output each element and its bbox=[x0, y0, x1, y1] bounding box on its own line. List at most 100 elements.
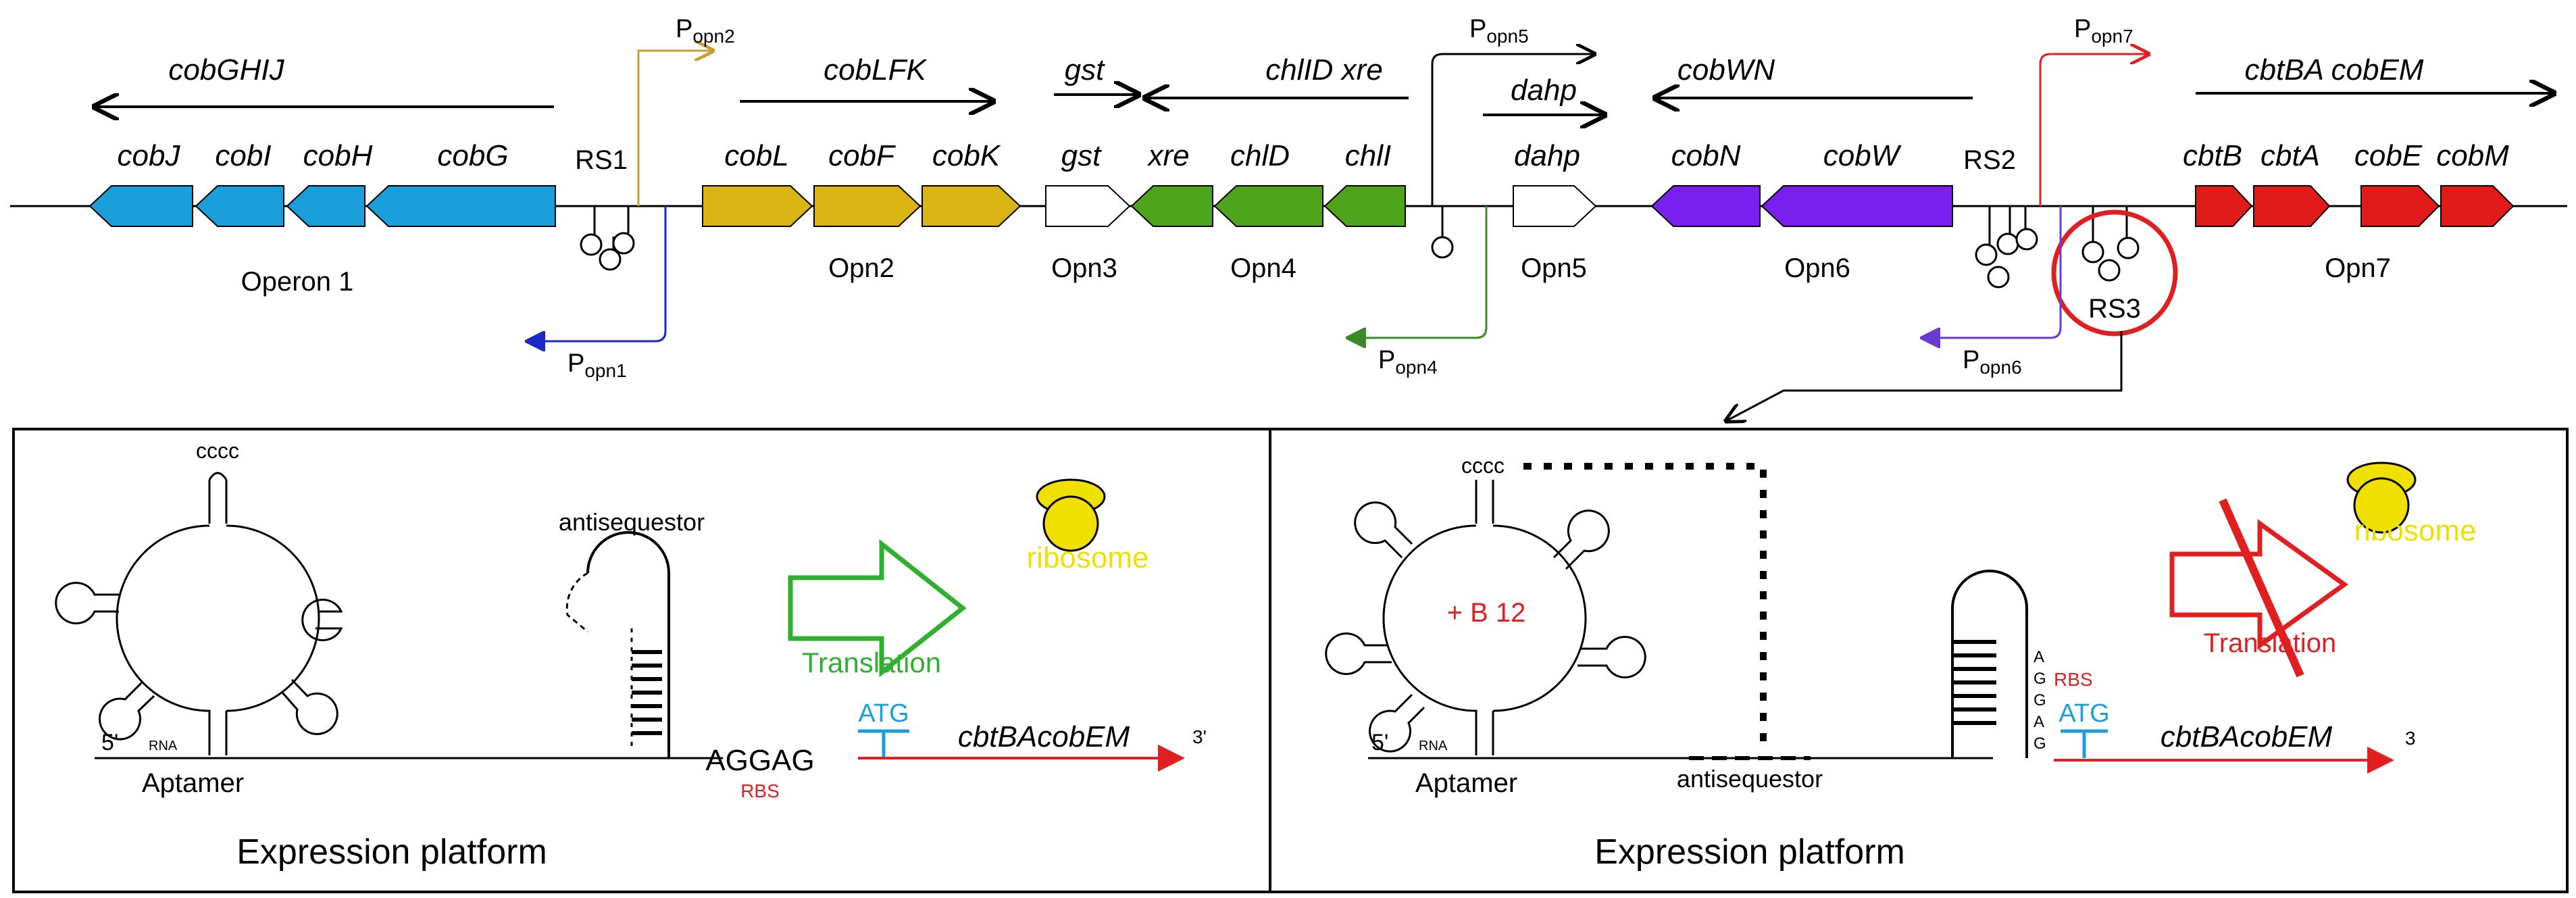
translation-arrow-on bbox=[788, 539, 967, 678]
gene-cobH bbox=[286, 185, 365, 227]
operon-label-cobGHIJ: cobGHIJ bbox=[168, 53, 284, 86]
gene-label-cobK: cobK bbox=[932, 139, 1001, 172]
promoter-opn5-arrow bbox=[1431, 54, 1594, 206]
b12-label: + B 12 bbox=[1447, 598, 1526, 628]
promoter-opn4-arrow bbox=[1348, 206, 1488, 338]
rs3-highlight-circle bbox=[2051, 209, 2178, 336]
gene-cobK bbox=[921, 185, 1021, 227]
gene-cbtB bbox=[2195, 185, 2253, 227]
translation-label-left: Translation bbox=[802, 647, 941, 678]
promoter-opn6-arrow bbox=[1922, 206, 2062, 338]
three-prime-left: 3' bbox=[1192, 726, 1207, 747]
operon-name-opn7: Opn7 bbox=[2325, 253, 2391, 283]
gene-cobW bbox=[1761, 185, 1953, 227]
gene-label-xre: xre bbox=[1146, 139, 1189, 172]
operon-label-cbtBAcobEM: cbtBA cobEM bbox=[2245, 53, 2424, 86]
gene-label-cobE: cobE bbox=[2354, 139, 2423, 172]
gene-label-gst: gst bbox=[1061, 139, 1102, 172]
operon-label-cobWN: cobWN bbox=[1677, 53, 1775, 86]
promoter-opn1-arrow bbox=[527, 206, 667, 341]
gene-label-chlD: chlD bbox=[1230, 139, 1290, 172]
three-prime-right: 3 bbox=[2405, 728, 2416, 749]
ribosome-label-left: ribosome bbox=[1027, 541, 1149, 574]
aptamer-structure-right bbox=[1325, 480, 1646, 755]
promoter-label-opn7: Popn7 bbox=[2074, 15, 2133, 47]
rbs-label-right: RBS bbox=[2054, 669, 2093, 690]
promoter-label-opn4: Popn4 bbox=[1378, 346, 1438, 378]
gene-label-cobL: cobL bbox=[724, 139, 788, 172]
aggag-label-left: AGGAG bbox=[705, 744, 814, 777]
operon-label-dahp: dahp bbox=[1511, 74, 1577, 107]
riboswitch-label-rs1: RS1 bbox=[575, 145, 628, 175]
promoter-opn2-arrow bbox=[637, 51, 713, 206]
gene-chlD bbox=[1213, 185, 1323, 227]
platform-label-right: Expression platform bbox=[1594, 832, 1905, 872]
promoter-label-opn6: Popn6 bbox=[1963, 346, 2022, 378]
aptamer-label-left: Aptamer bbox=[142, 768, 244, 798]
cccc-label-right: cccc bbox=[1461, 453, 1505, 478]
gene-label-cobF: cobF bbox=[828, 139, 896, 172]
gene-cobG bbox=[365, 185, 556, 227]
operon-name-1: Operon 1 bbox=[241, 267, 354, 297]
operon-label-chlIDxre: chlID xre bbox=[1265, 53, 1383, 86]
hairpin-stem-bars-right bbox=[1952, 640, 1996, 725]
gene-label-cbtB: cbtB bbox=[2183, 139, 2242, 172]
gene-cobI bbox=[195, 185, 284, 227]
aptamer-structure-left bbox=[55, 472, 343, 755]
operon-name-opn4: Opn4 bbox=[1230, 253, 1296, 283]
left-panel-no-b12 bbox=[55, 472, 1185, 772]
cccc-label-left: cccc bbox=[196, 439, 239, 463]
gene-gst bbox=[1045, 185, 1131, 227]
rbs-label-left: RBS bbox=[740, 780, 780, 801]
gene-label-dahp: dahp bbox=[1514, 139, 1580, 172]
rna-label-right: RNA bbox=[1419, 739, 1448, 753]
promoter-arrows bbox=[527, 51, 2148, 341]
gene-cbtA bbox=[2253, 185, 2331, 227]
operon-name-opn2: Opn2 bbox=[828, 253, 894, 283]
operon-name-opn5: Opn5 bbox=[1521, 253, 1587, 283]
operon-direction-arrows bbox=[95, 93, 2554, 115]
translation-label-right: Translation bbox=[2204, 628, 2336, 658]
rs3-zoom-connector bbox=[1726, 331, 2123, 421]
rna-label-left: RNA bbox=[149, 739, 178, 753]
atg-label-right: ATG bbox=[2059, 699, 2109, 728]
rbs-letter-5: G bbox=[2034, 734, 2046, 753]
atg-label-left: ATG bbox=[858, 699, 909, 728]
five-prime-left: 5' bbox=[101, 730, 118, 755]
operon-name-opn3: Opn3 bbox=[1051, 253, 1117, 283]
promoter-opn7-arrow bbox=[2039, 54, 2148, 206]
ribosome-left bbox=[1036, 478, 1106, 552]
operon-label-cobLFK: cobLFK bbox=[824, 53, 927, 86]
gene-label-cobG: cobG bbox=[437, 139, 508, 172]
translation-arrow-off bbox=[2169, 519, 2348, 650]
riboswitch-symbols bbox=[580, 206, 2140, 289]
right-panel-with-b12 bbox=[1325, 462, 2417, 774]
gene-label-left: cbtBAcobEM bbox=[958, 720, 1130, 753]
gene-chlI bbox=[1323, 185, 1406, 227]
rbs-letter-4: A bbox=[2034, 713, 2044, 731]
gene-label-cobJ: cobJ bbox=[118, 139, 181, 172]
translation-block-slash bbox=[2219, 498, 2304, 678]
gene-cobM bbox=[2440, 185, 2515, 227]
antisequestor-label-right: antisequestor bbox=[1677, 765, 1823, 793]
opn4-genes bbox=[1130, 185, 1406, 227]
gene-xre bbox=[1130, 185, 1213, 227]
opn6-genes bbox=[1650, 185, 1953, 227]
promoter-label-opn5: Popn5 bbox=[1469, 15, 1529, 47]
hairpin-stem-bars-left bbox=[632, 650, 662, 735]
rbs-letter-2: G bbox=[2034, 670, 2046, 688]
gene-label-right: cbtBAcobEM bbox=[2161, 720, 2333, 753]
gene-cobL bbox=[702, 185, 813, 227]
operon-1-genes bbox=[89, 185, 556, 227]
gene-label-cobN: cobN bbox=[1671, 139, 1741, 172]
gene-cobJ bbox=[89, 185, 193, 227]
gene-cobF bbox=[813, 185, 921, 227]
opn2-genes bbox=[702, 185, 1021, 227]
gene-label-cbtA: cbtA bbox=[2261, 139, 2320, 172]
gene-cobN bbox=[1650, 185, 1761, 227]
aptamer-antisequestor-interaction bbox=[1523, 463, 1767, 753]
opn7-genes bbox=[2195, 185, 2515, 227]
riboswitch-label-rs3: RS3 bbox=[2088, 294, 2141, 324]
five-prime-right: 5' bbox=[1371, 730, 1388, 755]
